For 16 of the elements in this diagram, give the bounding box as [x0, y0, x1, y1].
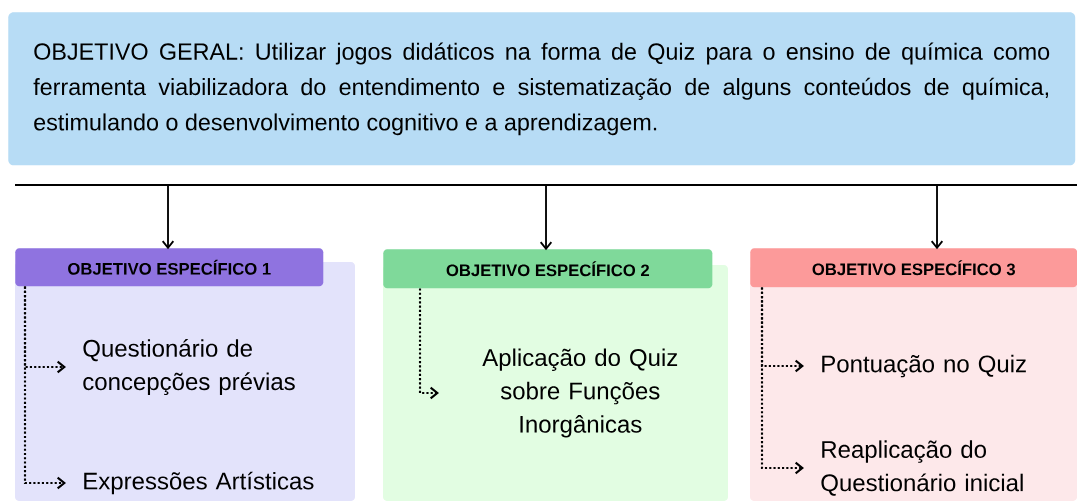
- objective-box: OBJETIVO GERAL: Utilizar jogos didáticos na forma de Quiz para o ensino de química como ferramenta viabilizadora do entendimento e sistematização de alguns conteúdos de química, estimulando o desenvolvimento cognitivo e a aprendizagem.: [8, 12, 1076, 166]
- header-box: OBJETIVO ESPECÍFICO 3: [750, 248, 1077, 288]
- arrow: [539, 184, 553, 251]
- arrow: [161, 184, 175, 250]
- header-box: OBJETIVO ESPECÍFICO 1: [15, 248, 324, 287]
- dotted-arrow: [23, 286, 66, 490]
- dotted-arrow: [418, 288, 439, 400]
- item-text: Reaplicação do Questionário inicial: [821, 440, 1023, 496]
- item-text: Aplicação do Quiz sobre Funções Inorgânicas: [482, 348, 678, 438]
- dotted-arrow: [760, 287, 804, 475]
- arrow: [930, 184, 944, 250]
- item-text: Expressões Artísticas: [84, 471, 314, 495]
- header-box: OBJETIVO ESPECÍFICO 2: [383, 249, 713, 289]
- connector-line: [15, 183, 1077, 187]
- item-text: Questionário de concepções prévias: [83, 338, 295, 396]
- item-text: Pontuação no Quiz: [822, 354, 1026, 378]
